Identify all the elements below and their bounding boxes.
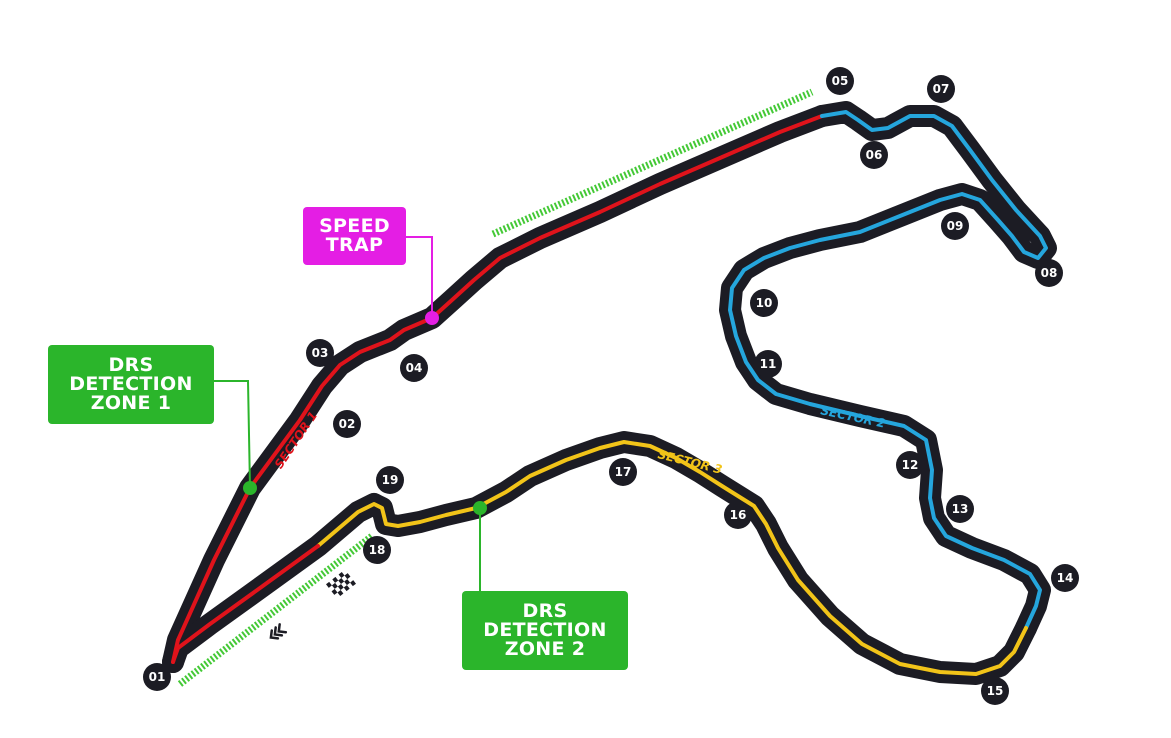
sector-3-line [316,440,1028,676]
svg-text:04: 04 [406,361,423,375]
drs-zone-kemmel [491,88,814,238]
speed-trap-label-line-1: SPEED [319,215,390,237]
speed-trap-connector [406,236,433,318]
svg-text:15: 15 [987,684,1004,698]
corner-badge: 09 [941,212,969,240]
drs-zone-2-label-line-2: DETECTION [483,619,607,641]
svg-text:11: 11 [760,357,777,371]
track-outline [162,101,1057,685]
svg-text:12: 12 [902,458,919,472]
drs-zone-2-label-line-1: DRS [522,600,568,622]
svg-text:07: 07 [933,82,950,96]
corner-badges: 01 02 03 04 05 06 07 08 09 10 11 12 13 1… [143,67,1079,705]
speed-trap-box: SPEED TRAP [303,207,406,265]
drs-zone-main-straight [177,533,375,687]
drs-zone-1-label-line-1: DRS [108,354,154,376]
svg-text:18: 18 [369,543,386,557]
corner-badge: 17 [609,458,637,486]
drs-zone-1-connector [214,380,251,489]
corner-badge: 05 [826,67,854,95]
svg-text:16: 16 [730,508,747,522]
svg-text:08: 08 [1041,266,1058,280]
corner-badge: 04 [400,354,428,382]
corner-badge: 03 [306,339,334,367]
svg-text:19: 19 [382,473,399,487]
svg-text:01: 01 [149,670,166,684]
corner-badge: 14 [1051,564,1079,592]
svg-text:10: 10 [756,296,773,310]
drs-zone-1-label-line-3: ZONE 1 [90,392,172,414]
corner-badge: 12 [896,451,924,479]
svg-text:14: 14 [1057,571,1074,585]
corner-badge: 16 [724,501,752,529]
drs-detection-zone-1-box: DRS DETECTION ZONE 1 [48,345,214,424]
drs-detection-zone-2-box: DRS DETECTION ZONE 2 [462,591,628,670]
speed-trap-marker [425,311,439,325]
corner-badge: 19 [376,466,404,494]
drs-zone-1-label-line-2: DETECTION [69,373,193,395]
direction-chevrons-icon [269,623,288,640]
corner-badge: 10 [750,289,778,317]
checkered-flag-icon [326,569,356,599]
corner-badge: 07 [927,75,955,103]
svg-text:02: 02 [339,417,356,431]
speed-trap-label-line-2: TRAP [325,234,384,256]
corner-badge: 15 [981,677,1009,705]
drs-zone-2-label-line-3: ZONE 2 [504,638,586,660]
svg-text:06: 06 [866,148,883,162]
svg-text:13: 13 [952,502,969,516]
corner-badge: 08 [1035,259,1063,287]
drs-detection-1-marker [243,481,257,495]
main-straight-red-line [171,544,320,664]
corner-badge: 11 [754,350,782,378]
svg-text:09: 09 [947,219,964,233]
corner-badge: 06 [860,141,888,169]
corner-badge: 18 [363,536,391,564]
svg-text:17: 17 [615,465,632,479]
drs-detection-2-marker [473,501,487,515]
corner-badge: 01 [143,663,171,691]
svg-text:05: 05 [832,74,849,88]
svg-text:03: 03 [312,346,329,360]
corner-badge: 13 [946,495,974,523]
corner-badge: 02 [333,410,361,438]
